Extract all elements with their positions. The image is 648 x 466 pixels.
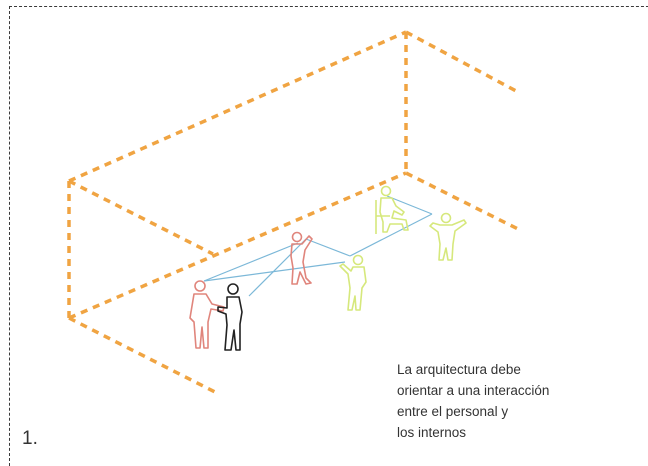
room-outline [67,30,519,395]
figure-inmate-seated [375,185,409,234]
figure-visitor-handshake [217,283,243,351]
caption-line-4: los internos [397,425,467,440]
back-wall-floor-edge [68,171,407,320]
caption-line-1: La arquitectura debe [397,362,521,377]
figure-staff-handshake [189,280,225,349]
caption-line-2: orientar a una interacción [397,383,550,398]
caption-line-3: entre el personal y [397,404,509,419]
back-wall-top-left-edge [68,30,407,183]
right-floor-edge [405,171,519,231]
left-wall-top-edge [68,179,214,256]
figure-inmate-arms-out [429,212,467,261]
caption: La arquitectura debe orientar a una inte… [397,359,549,443]
sightlines [203,195,433,297]
left-floor-edge [68,316,218,395]
dashed-frame [9,6,648,466]
panel-number: 1. [22,428,38,449]
back-wall-top-right-edge [405,30,519,94]
figure-inmate-pointing [339,254,367,311]
figure-staff-gesturing [290,231,313,285]
